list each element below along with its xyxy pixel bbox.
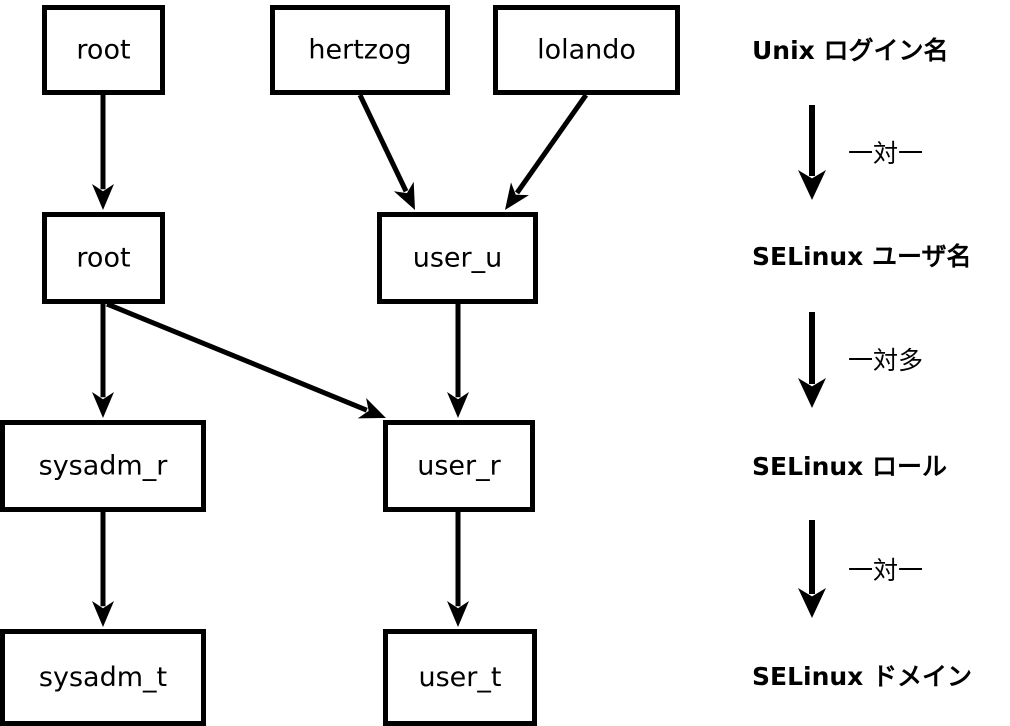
legend-cardinality-label: 一対一 bbox=[848, 139, 923, 168]
edge-line bbox=[357, 93, 409, 193]
edge bbox=[92, 512, 114, 627]
node-rect[interactable] bbox=[0, 629, 206, 726]
node-label: hertzog bbox=[308, 35, 411, 66]
node-label: root bbox=[76, 35, 130, 66]
edge-arrowhead bbox=[357, 397, 386, 419]
edges-layer bbox=[92, 93, 589, 627]
edge bbox=[357, 93, 415, 210]
legend-cardinality-label: 一対一 bbox=[848, 556, 923, 585]
edge bbox=[505, 93, 589, 210]
node-box[interactable]: root bbox=[42, 5, 165, 95]
node-box[interactable]: sysadm_t bbox=[0, 629, 206, 726]
node-rect[interactable] bbox=[383, 629, 537, 726]
node-label: sysadm_t bbox=[39, 662, 167, 693]
legend-relation: 一対一 bbox=[798, 520, 923, 618]
legend-stage-label: SELinux ドメイン bbox=[752, 662, 972, 691]
node-rect[interactable] bbox=[377, 212, 538, 304]
legend-arrow-head bbox=[798, 170, 826, 200]
node-rect[interactable] bbox=[493, 5, 680, 95]
legend-stage-label: SELinux ユーザ名 bbox=[752, 242, 972, 271]
legend-arrow-head bbox=[798, 588, 826, 618]
edge bbox=[92, 304, 114, 418]
edge-arrowhead bbox=[92, 184, 114, 210]
node-box[interactable]: user_r bbox=[383, 420, 535, 512]
node-rect[interactable] bbox=[0, 420, 206, 512]
edge-line bbox=[106, 301, 368, 413]
node-label: user_u bbox=[413, 243, 503, 274]
legend-stage-label: Unix ログイン名 bbox=[752, 36, 949, 65]
legend-arrow-head bbox=[798, 378, 826, 408]
node-rect[interactable] bbox=[270, 5, 450, 95]
node-box[interactable]: sysadm_r bbox=[0, 420, 206, 512]
node-rect[interactable] bbox=[383, 420, 535, 512]
legend-cardinality-label: 一対多 bbox=[848, 346, 923, 375]
node-label: root bbox=[76, 243, 130, 274]
legend-relation: 一対多 bbox=[798, 312, 923, 408]
node-rect[interactable] bbox=[42, 5, 165, 95]
node-box[interactable]: hertzog bbox=[270, 5, 450, 95]
edge-arrowhead bbox=[393, 181, 415, 210]
edge-arrowhead bbox=[447, 601, 469, 627]
node-label: user_t bbox=[419, 662, 502, 693]
legend-stage-label: SELinux ロール bbox=[752, 452, 947, 481]
edge bbox=[447, 304, 469, 418]
node-box[interactable]: user_u bbox=[377, 212, 538, 304]
edge-arrowhead bbox=[92, 601, 114, 627]
legend-relation: 一対一 bbox=[798, 105, 923, 200]
edge-arrowhead bbox=[447, 392, 469, 418]
node-label: sysadm_r bbox=[39, 451, 169, 482]
edge bbox=[447, 512, 469, 627]
node-box[interactable]: root bbox=[42, 212, 165, 304]
legend-layer: Unix ログイン名 SELinux ユーザ名 SELinux ロール SELinux… bbox=[752, 36, 972, 691]
node-box[interactable]: lolando bbox=[493, 5, 680, 95]
edge bbox=[92, 95, 114, 210]
edge bbox=[106, 301, 386, 419]
node-label: lolando bbox=[537, 35, 636, 66]
edge-arrowhead bbox=[92, 392, 114, 418]
edge-arrowhead bbox=[505, 182, 529, 210]
node-rect[interactable] bbox=[42, 212, 165, 304]
node-label: user_r bbox=[417, 451, 501, 482]
edge-line bbox=[514, 93, 589, 195]
node-box[interactable]: user_t bbox=[383, 629, 537, 726]
